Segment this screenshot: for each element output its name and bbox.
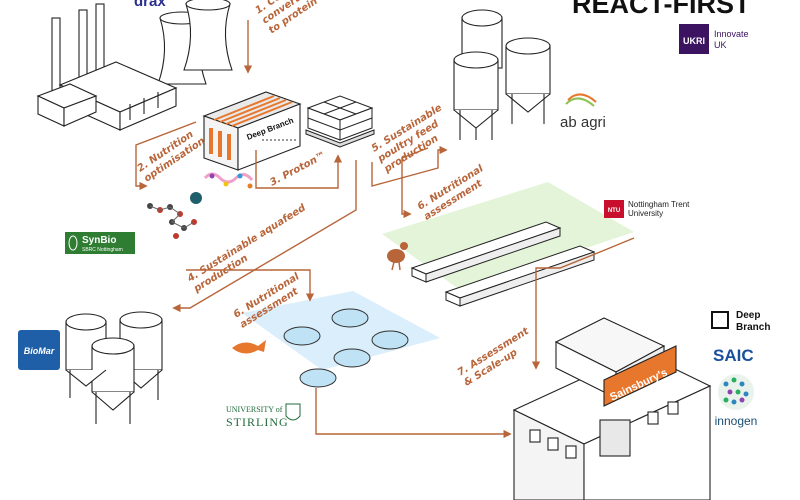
deep-branch-logo-text: Deep Branch <box>736 310 770 333</box>
power-station-illustration <box>36 0 233 131</box>
arrow-step-6-aqua <box>186 269 315 302</box>
stirling-logo: UNIVERSITY of STIRLING <box>226 403 301 429</box>
feed-mill-tanks-illustration <box>453 9 551 140</box>
chicken-icon <box>387 242 408 271</box>
arrow-step-4 <box>172 160 357 313</box>
aquafeed-trial-zone <box>242 291 440 370</box>
arrow-step-7-poultry <box>531 237 635 370</box>
synbio-sub-text: SBRC Nottingham <box>82 247 123 253</box>
aquafeed-tanks-illustration <box>65 311 163 424</box>
drax-logo-text: drax <box>134 0 166 10</box>
deep-branch-logo: Deep Branch <box>711 310 770 333</box>
innovate-uk-text: Innovate UK <box>714 29 751 50</box>
step-1-label: 1. CO₂ converted to protein <box>254 0 324 36</box>
ukri-logo-text: UKRI <box>683 36 705 46</box>
stirling-top-text: UNIVERSITY of <box>226 405 283 414</box>
fish-icon <box>232 340 266 354</box>
ukri-logo: UKRI <box>679 24 709 54</box>
biomar-logo-text: BioMar <box>24 346 55 356</box>
synbio-title-text: SynBio <box>82 235 116 246</box>
fish-tanks-illustration <box>283 308 409 388</box>
arrow-step-6-poultry <box>401 147 429 219</box>
deep-branch-container-illustration <box>202 91 302 171</box>
supermarket-illustration <box>512 317 712 500</box>
arrow-step-7-aqua <box>315 388 512 439</box>
ab-agri-logo: ab agri <box>560 93 606 131</box>
saic-logo-text: SAIC <box>713 346 754 365</box>
poultry-sheds-illustration <box>410 221 596 307</box>
stirling-main-text: STIRLING <box>226 415 289 429</box>
step-7-label: 7. Assessment & Scale-up <box>456 324 540 389</box>
molecule-illustration <box>147 172 254 239</box>
innogen-logo-text: innogen <box>715 414 758 428</box>
ntu-name-text: Nottingham Trent University <box>628 200 692 218</box>
arrow-step-2 <box>135 121 197 191</box>
synbio-logo: SynBio SBRC Nottingham <box>65 232 135 254</box>
step-2-label: 2. Nutrition optimisation <box>136 126 208 185</box>
page-title: REACT-FIRST <box>572 0 751 19</box>
ntu-badge-text: NTU <box>608 208 620 214</box>
ntu-logo: NTU Nottingham Trent University <box>604 200 692 218</box>
step-3-label: 3. Proton™ <box>268 150 328 189</box>
protein-pallet-illustration <box>305 95 375 148</box>
innogen-logo: innogen <box>715 374 758 428</box>
arrow-step-3 <box>255 150 343 189</box>
ab-agri-text: ab agri <box>560 114 606 131</box>
arrow-step-5 <box>371 145 448 187</box>
step-5-label: 5. Sustainable poultry feed production <box>369 101 460 176</box>
biomar-logo: BioMar <box>18 330 60 370</box>
